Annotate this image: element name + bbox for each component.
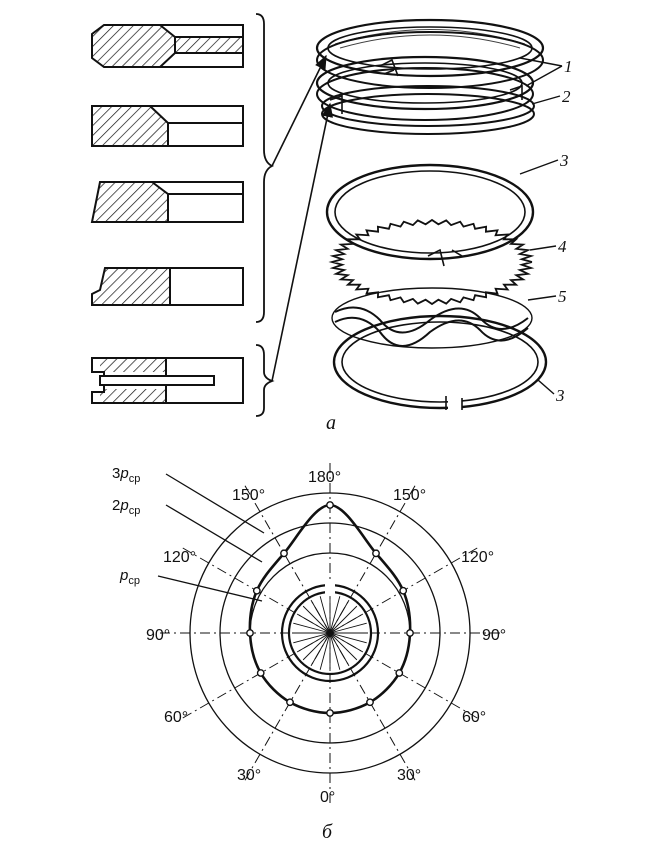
brace-compression bbox=[255, 13, 275, 323]
pressure-point bbox=[372, 549, 380, 558]
pressure-point bbox=[256, 669, 265, 677]
pressure-point bbox=[326, 709, 334, 717]
label-3pcp: 3pср bbox=[112, 465, 140, 485]
expander-5 bbox=[331, 287, 533, 349]
center-ray bbox=[319, 596, 331, 634]
center-ray bbox=[329, 596, 341, 634]
pressure-point bbox=[406, 629, 414, 637]
pressure-point bbox=[252, 586, 261, 595]
ring-number-labels: 1 2 3 4 5 3 bbox=[555, 57, 573, 405]
angle-label-120-left: 120° bbox=[163, 549, 196, 566]
expander-4 bbox=[328, 218, 535, 306]
center-ray bbox=[302, 605, 331, 634]
angle-labels: 180° 150° 150° 120° 120° 90° 90° 60° 60°… bbox=[146, 469, 506, 806]
arrow-to-lower-ring bbox=[271, 102, 333, 382]
angle-label-0: 0° bbox=[320, 789, 335, 806]
compression-ring-3 bbox=[321, 85, 535, 135]
compression-ring-2 bbox=[315, 55, 535, 121]
pressure-point bbox=[246, 629, 254, 637]
caption-b: б bbox=[322, 821, 333, 843]
pressure-point bbox=[366, 698, 374, 707]
ring-label-3-top: 3 bbox=[559, 151, 569, 170]
center-ray bbox=[296, 632, 331, 653]
ring-gap bbox=[325, 582, 335, 596]
ring-label-1: 1 bbox=[564, 57, 573, 76]
brace-oil bbox=[255, 344, 275, 417]
center-ray bbox=[329, 632, 367, 644]
center-ray bbox=[310, 632, 331, 667]
angle-label-180: 180° bbox=[308, 469, 341, 486]
center-ray bbox=[329, 599, 350, 634]
pressure-point bbox=[286, 698, 294, 707]
angle-label-30-left: 30° bbox=[237, 767, 261, 784]
pressure-point bbox=[326, 501, 334, 509]
center-ray bbox=[329, 605, 358, 634]
ring-section-1 bbox=[91, 24, 244, 68]
caption-a: а bbox=[326, 412, 336, 434]
center-ray bbox=[293, 622, 331, 634]
center-ray bbox=[329, 622, 367, 634]
angle-label-60-left: 60° bbox=[164, 709, 188, 726]
center-ray bbox=[293, 632, 331, 644]
polar-diagram: 3pср 2pср pср 180° 150° 150° 120° 120° 9… bbox=[112, 463, 506, 843]
center-ray bbox=[329, 632, 358, 661]
ring-center-rays bbox=[292, 595, 368, 671]
center-ray bbox=[310, 599, 331, 634]
center-ray bbox=[296, 613, 331, 634]
center-ray bbox=[329, 632, 350, 667]
pressure-point bbox=[399, 586, 408, 595]
pressure-point bbox=[395, 669, 404, 677]
arrow-to-upper-ring bbox=[271, 54, 327, 167]
label-2pcp: 2pср bbox=[112, 497, 140, 517]
oil-rail-bottom bbox=[332, 314, 548, 412]
angle-label-60-right: 60° bbox=[462, 709, 486, 726]
center-ray bbox=[329, 632, 364, 653]
angle-label-150-left: 150° bbox=[232, 487, 265, 504]
ring-section-3 bbox=[90, 181, 244, 223]
pressure-point bbox=[280, 549, 288, 558]
ring-label-3-bottom: 3 bbox=[555, 386, 565, 405]
center-ray bbox=[329, 613, 364, 634]
ring-label-2: 2 bbox=[562, 87, 571, 106]
angle-label-90-left: 90° bbox=[146, 627, 170, 644]
label-pcp: pср bbox=[119, 567, 140, 587]
center-ray bbox=[329, 632, 341, 670]
ring-label-4: 4 bbox=[558, 237, 567, 256]
ring-section-4 bbox=[91, 267, 244, 306]
angle-label-90-right: 90° bbox=[482, 627, 506, 644]
pressure-points bbox=[246, 501, 414, 717]
angle-label-120-right: 120° bbox=[461, 549, 494, 566]
oil-rail-top bbox=[325, 163, 535, 267]
angle-label-150-right: 150° bbox=[393, 487, 426, 504]
center-ray bbox=[302, 632, 331, 661]
ring-sections bbox=[90, 24, 244, 404]
pointer-arrows bbox=[271, 54, 333, 382]
group-braces bbox=[255, 13, 275, 417]
number-leaders bbox=[519, 57, 563, 395]
angle-label-30-right: 30° bbox=[397, 767, 421, 784]
ring-label-5: 5 bbox=[558, 287, 567, 306]
pressure-leaders bbox=[157, 473, 265, 602]
ring-section-2 bbox=[91, 105, 244, 147]
ring-section-5 bbox=[91, 357, 244, 404]
ring-set bbox=[315, 18, 548, 412]
center-ray bbox=[319, 632, 331, 670]
